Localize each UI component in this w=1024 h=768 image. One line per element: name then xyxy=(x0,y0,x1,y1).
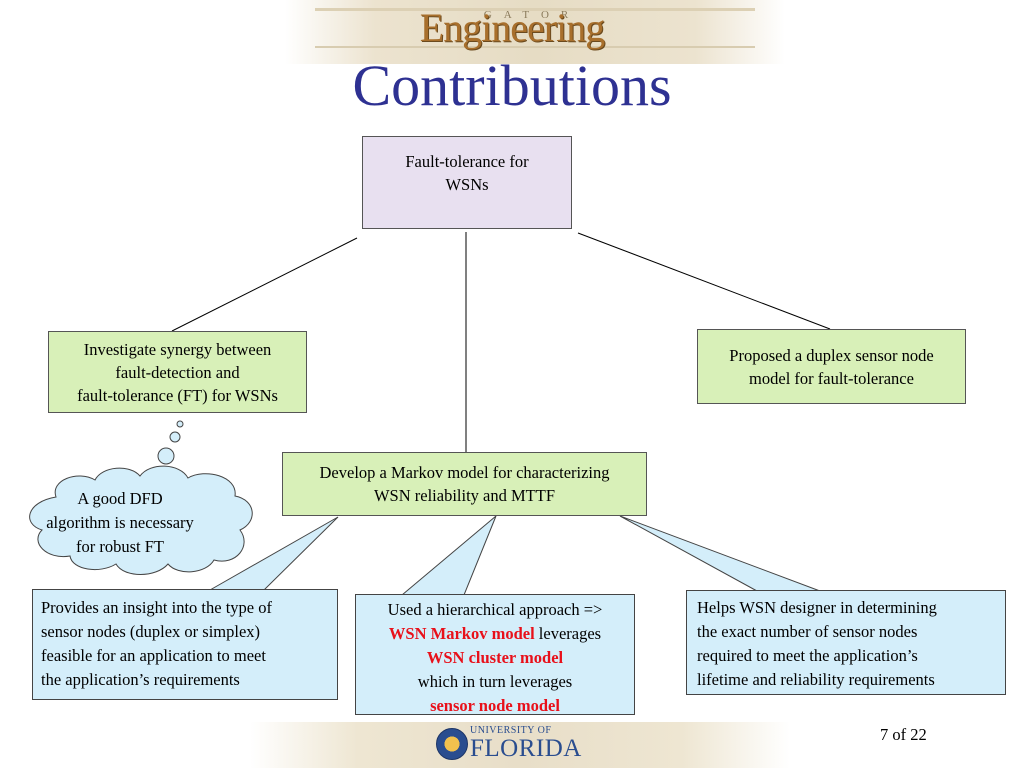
header-banner xyxy=(285,0,785,64)
thought-bubble-large xyxy=(157,447,175,465)
slide-title: Contributions xyxy=(352,53,672,118)
callout-right-line3: required to meet the application’s xyxy=(697,646,918,665)
wsn-cluster-model-text: WSN cluster model xyxy=(426,648,564,667)
callout-left-line2: sensor nodes (duplex or simplex) xyxy=(41,622,261,641)
branch-center-line1: Develop a Markov model for characterizin… xyxy=(319,463,610,482)
callout-right: Helps WSN designer in determining the ex… xyxy=(686,590,1006,695)
page-number: 7 of 22 xyxy=(880,725,927,744)
branch-node-left: Investigate synergy between fault-detect… xyxy=(48,331,307,413)
uf-seal-icon xyxy=(436,728,468,760)
callout-pointer-right xyxy=(619,515,821,592)
sensor-node-model-text: sensor node model xyxy=(430,696,560,715)
root-node-line2: WSNs xyxy=(445,174,489,194)
branch-node-right: Proposed a duplex sensor node model for … xyxy=(697,329,966,404)
callout-center-line1: Used a hierarchical approach => xyxy=(387,600,603,619)
callout-center-line4: which in turn leverages xyxy=(417,672,573,691)
callout-right-line1: Helps WSN designer in determining xyxy=(697,598,937,617)
branch-right-line2: model for fault-tolerance xyxy=(749,368,914,388)
connector-root-right xyxy=(577,232,831,330)
callout-left-line1: Provides an insight into the type of xyxy=(41,598,272,617)
callout-right-line2: the exact number of sensor nodes xyxy=(697,622,918,641)
callout-right-line4: lifetime and reliability requirements xyxy=(697,670,935,689)
branch-left-line1: Investigate synergy between xyxy=(83,339,272,359)
root-node-line1: Fault-tolerance for xyxy=(405,151,529,171)
branch-left-line2: fault-detection and xyxy=(115,362,240,382)
florida-logo-text: FLORIDA xyxy=(470,735,582,762)
branch-left-line3: fault-tolerance (FT) for WSNs xyxy=(77,385,278,405)
leverages-text: leverages xyxy=(534,624,602,643)
branch-right-line1: Proposed a duplex sensor node xyxy=(729,345,934,365)
callout-left-line4: the application’s requirements xyxy=(41,670,240,689)
thought-bubble-small xyxy=(176,420,184,428)
callout-center-line2: WSN Markov model leverages xyxy=(360,622,630,646)
callout-left: Provides an insight into the type of sen… xyxy=(32,589,338,700)
thought-cloud-text: A good DFD algorithm is necessary for ro… xyxy=(30,487,210,559)
thought-cloud-line2: algorithm is necessary xyxy=(46,513,194,532)
thought-bubble-medium xyxy=(169,431,181,443)
branch-center-line2: WSN reliability and MTTF xyxy=(373,486,556,505)
thought-cloud-line3: for robust FT xyxy=(76,537,164,556)
engineering-logo: Engineering xyxy=(419,5,606,50)
branch-node-center: Develop a Markov model for characterizin… xyxy=(282,452,647,516)
callout-pointer-center xyxy=(400,515,497,596)
thought-cloud-shape xyxy=(29,465,253,575)
thought-cloud-line1: A good DFD xyxy=(77,489,163,508)
callout-left-line3: feasible for an application to meet xyxy=(41,646,266,665)
logo-gator-text: GATOR xyxy=(483,9,581,21)
connector-root-left xyxy=(171,237,358,332)
university-of-text: UNIVERSITY OF xyxy=(470,725,552,736)
wsn-markov-model-text: WSN Markov model xyxy=(388,624,535,643)
footer-banner xyxy=(250,722,790,768)
root-node: Fault-tolerance for WSNs xyxy=(362,136,572,229)
callout-center: Used a hierarchical approach => WSN Mark… xyxy=(355,594,635,715)
